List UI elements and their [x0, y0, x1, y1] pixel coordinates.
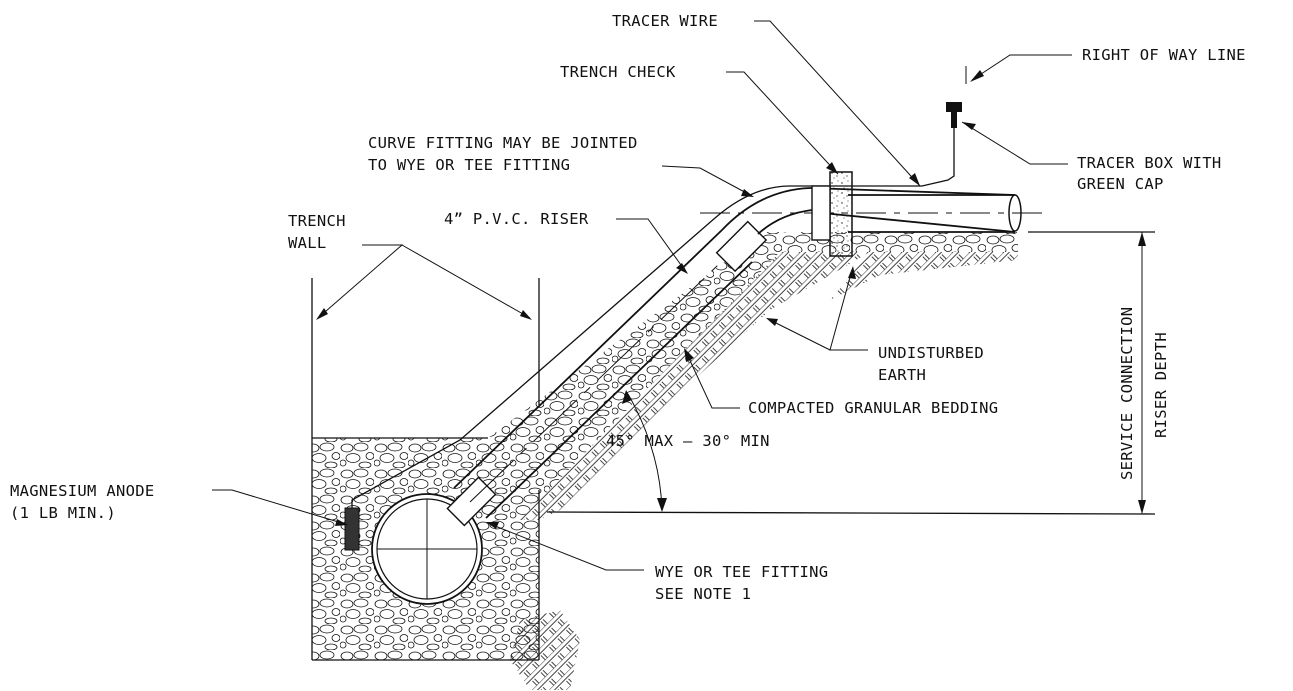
label-bedding: COMPACTED GRANULAR BEDDING: [748, 399, 998, 417]
curve-fitting-outer: [721, 187, 811, 231]
undisturbed-earth-upper: [830, 252, 1018, 300]
granular-bedding: [420, 232, 1018, 520]
label-riser-depth: RISER DEPTH: [1152, 332, 1170, 438]
trench-check-collar: [811, 185, 831, 241]
tracer-box: [946, 102, 962, 128]
label-anode-2: (1 LB MIN.): [10, 504, 116, 522]
label-tracer-wire: TRACER WIRE: [612, 12, 718, 30]
magnesium-anode: [344, 507, 360, 551]
label-right-of-way: RIGHT OF WAY LINE: [1082, 46, 1246, 64]
pipe-invert-line: [546, 511, 1156, 515]
leaders: [212, 20, 1072, 571]
undisturbed-earth-bottom: [510, 610, 580, 690]
tracer-wire: [351, 128, 955, 508]
label-undisturbed-2: EARTH: [878, 366, 926, 384]
riser-coupling: [715, 220, 768, 273]
curve-fitting-inner: [757, 209, 813, 235]
label-tracer-box-2: GREEN CAP: [1077, 175, 1164, 193]
label-angle: 45° MAX – 30° MIN: [606, 432, 770, 450]
label-curve-fitting-2: TO WYE OR TEE FITTING: [368, 156, 570, 174]
label-undisturbed-1: UNDISTURBED: [878, 344, 984, 362]
label-trench-wall-1: TRENCH: [288, 212, 346, 230]
label-curve-fitting-1: CURVE FITTING MAY BE JOINTED: [368, 134, 638, 152]
label-trench-check: TRENCH CHECK: [560, 63, 676, 81]
label-wye-1: WYE OR TEE FITTING: [655, 563, 828, 581]
label-service-connection: SERVICE CONNECTION: [1118, 307, 1136, 480]
main-sewer-pipe: [371, 493, 483, 605]
label-trench-wall-2: WALL: [288, 234, 327, 252]
trench-check: [829, 171, 853, 257]
depth-dimension: [1138, 232, 1146, 514]
undisturbed-earth: [520, 252, 870, 520]
label-tracer-box-1: TRACER BOX WITH: [1077, 154, 1221, 172]
angle-arc: [627, 393, 663, 511]
pvc-riser: [453, 229, 753, 519]
label-wye-2: SEE NOTE 1: [655, 585, 751, 603]
label-anode-1: MAGNESIUM ANODE: [10, 482, 154, 500]
label-riser: 4” P.V.C. RISER: [444, 210, 589, 228]
